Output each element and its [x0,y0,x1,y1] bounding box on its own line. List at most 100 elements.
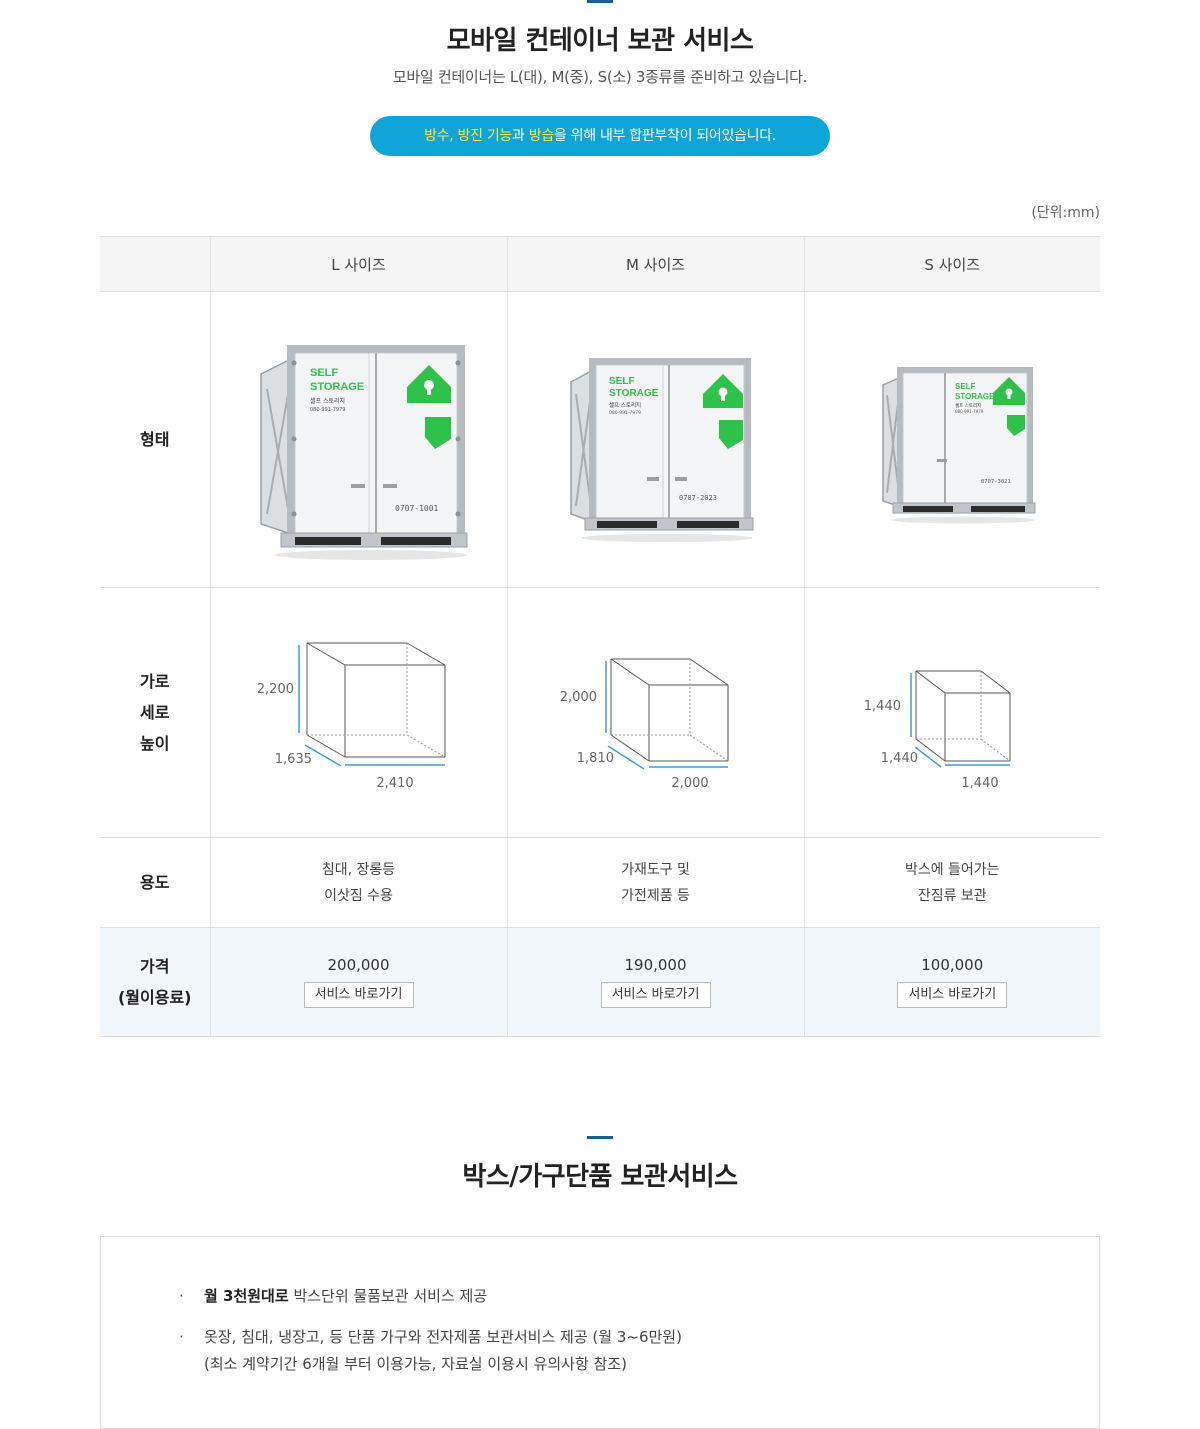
table-row-dimensions: 가로 세로 높이 [100,587,1100,838]
container-brand-s-1: SELF [955,382,976,391]
table-row-use: 용도 침대, 장롱등 이삿짐 수용 가재도구 및 가전제품 등 박스에 들어가는… [100,837,1100,928]
width-label-l: 2,410 [376,776,413,791]
table-row-shape: 형태 SELF STORAGE 셀프 스 [100,291,1100,588]
pill-highlight-1: 방수, 방진 기능 [424,128,512,144]
price-cell-s: 100,000 서비스 바로가기 [803,927,1100,1037]
pill-text-2: 을 위해 내부 합판부착이 되어있습니다. [553,128,776,144]
price-cell-l: 200,000 서비스 바로가기 [209,927,507,1037]
height-label-l: 2,200 [256,682,293,697]
dimension-cell-m: 2,000 1,810 2,000 [506,587,804,838]
height-label-s: 1,440 [863,699,900,714]
container-code-l: 0707-1001 [395,504,439,513]
width-label-s: 1,440 [961,776,998,791]
service-link-button-l[interactable]: 서비스 바로가기 [303,982,414,1008]
row-header-shape: 형태 [100,291,210,588]
container-brand-l-1: SELF [310,367,338,379]
row-header-dimensions: 가로 세로 높이 [100,587,210,838]
container-brand-m-1: SELF [609,376,635,387]
dimension-arrows [297,644,445,767]
section-accent-bar-2 [587,1136,613,1139]
table-row-price: 가격 (월이용료) 200,000 서비스 바로가기 190,000 서비스 바… [100,927,1100,1037]
box-service-info: · 월 3천원대로 박스단위 물품보관 서비스 제공 · 옷장, 침대, 냉장고… [100,1236,1100,1429]
dimension-diagram-s: 1,440 1,440 1,440 [863,670,1010,791]
depth-label-l: 1,635 [274,752,311,767]
container-image-l: SELF STORAGE 셀프 스토리지 080-991-7979 0707-1… [259,344,467,560]
row-header-price-1: 가격 [140,957,170,976]
dimension-arrows [909,672,1010,768]
use-text-s-1: 박스에 들어가는 [904,861,1000,878]
box-service-title: 박스/가구단품 보관서비스 [462,1162,738,1192]
depth-label-s: 1,440 [880,751,917,766]
logo-house-icon [993,376,1026,436]
container-code-m: 0707-2023 [679,494,717,502]
unit-label: (단위:mm) [1031,205,1100,221]
list-item-text: 박스단위 물품보관 서비스 제공 [288,1287,488,1305]
container-code-s: 0707-3021 [981,479,1011,485]
container-image-s: SELF STORAGE 셀프 스토리지 080-991-7979 0707-3… [882,366,1036,523]
depth-label-m: 1,810 [576,751,613,766]
use-text-l-2: 이삿짐 수용 [324,887,393,904]
table-corner-cell [100,236,210,292]
box-service-list: · 월 3천원대로 박스단위 물품보관 서비스 제공 · 옷장, 침대, 냉장고… [179,1283,1099,1378]
use-cell-m: 가재도구 및 가전제품 등 [506,837,804,928]
page-title: 모바일 컨테이너 보관 서비스 [446,26,754,56]
row-header-width: 가로 [140,672,170,691]
list-item: · 옷장, 침대, 냉장고, 등 단품 가구와 전자제품 보관서비스 제공 (월… [179,1324,1099,1378]
use-text-m-2: 가전제품 등 [621,887,690,904]
dimension-cell-l: 2,200 1,635 2,410 [209,587,507,838]
feature-pill: 방수, 방진 기능과 방습을 위해 내부 합판부착이 되어있습니다. [370,116,830,156]
bullet-dot: · [179,1287,184,1305]
price-value-s: 100,000 [921,956,984,974]
container-image-cell-l: SELF STORAGE 셀프 스토리지 080-991-7979 0707-1… [209,291,507,588]
width-label-m: 2,000 [671,776,708,791]
container-image-m: SELF STORAGE 셀프 스토리지 080-991-7979 0707-2… [569,357,753,542]
dimension-diagram-m: 2,000 1,810 2,000 [559,658,728,791]
row-header-use: 용도 [100,837,210,928]
pill-highlight-2: 방습 [528,128,554,144]
section-accent-bar [587,0,613,3]
row-header-price-2: (월이용료) [117,988,192,1007]
price-cell-m: 190,000 서비스 바로가기 [506,927,804,1037]
service-link-button-m[interactable]: 서비스 바로가기 [600,982,711,1008]
list-item-note: (최소 계약기간 6개월 부터 이용가능, 자료실 이용시 유의사항 참조) [204,1355,627,1373]
container-brand-s-2: STORAGE [955,392,995,401]
dimension-arrows [604,660,728,770]
container-brand-l-2: STORAGE [310,381,364,393]
container-image-cell-m: SELF STORAGE 셀프 스토리지 080-991-7979 0707-2… [506,291,804,588]
list-item-bold: 월 3천원대로 [204,1287,289,1305]
container-brand-m-2: STORAGE [609,388,659,399]
logo-house-icon [702,373,743,449]
price-value-l: 200,000 [327,956,390,974]
use-text-s-2: 잔짐류 보관 [917,887,987,904]
table-header-row: L 사이즈 M 사이즈 S 사이즈 [100,236,1100,292]
page-subtitle: 모바일 컨테이너는 L(대), M(중), S(소) 3종류를 준비하고 있습니… [392,68,808,86]
container-brand-kr-m: 셀프 스토리지 [609,401,641,409]
container-phone-s: 080-991-7979 [955,409,984,414]
row-header-height: 높이 [140,734,170,753]
column-header-l: L 사이즈 [209,236,507,292]
use-text-m-1: 가재도구 및 [621,861,690,878]
container-phone-l: 080-991-7979 [310,407,345,413]
container-brand-kr-s: 셀프 스토리지 [955,402,981,409]
use-cell-s: 박스에 들어가는 잔짐류 보관 [803,837,1100,928]
row-header-price: 가격 (월이용료) [100,927,210,1037]
dimension-cell-s: 1,440 1,440 1,440 [803,587,1100,838]
use-cell-l: 침대, 장롱등 이삿짐 수용 [209,837,507,928]
use-text-l-1: 침대, 장롱등 [321,861,396,878]
list-item: · 월 3천원대로 박스단위 물품보관 서비스 제공 [179,1283,1099,1310]
logo-house-icon [406,364,451,449]
container-image-cell-s: SELF STORAGE 셀프 스토리지 080-991-7979 0707-3… [803,291,1100,588]
price-value-m: 190,000 [624,956,687,974]
service-link-button-s[interactable]: 서비스 바로가기 [897,982,1008,1008]
container-brand-kr-l: 셀프 스토리지 [310,397,345,405]
dimension-diagram-l: 2,200 1,635 2,410 [256,642,445,791]
column-header-s: S 사이즈 [803,236,1100,292]
column-header-m: M 사이즈 [506,236,804,292]
height-label-m: 2,000 [559,690,596,705]
size-spec-table: L 사이즈 M 사이즈 S 사이즈 형태 [100,236,1100,1037]
container-phone-m: 080-991-7979 [609,410,641,416]
list-item-text: 옷장, 침대, 냉장고, 등 단품 가구와 전자제품 보관서비스 제공 (월 3… [204,1328,682,1346]
row-header-depth: 세로 [140,703,170,722]
pill-text-1: 과 [512,128,529,144]
bullet-dot: · [179,1328,184,1346]
